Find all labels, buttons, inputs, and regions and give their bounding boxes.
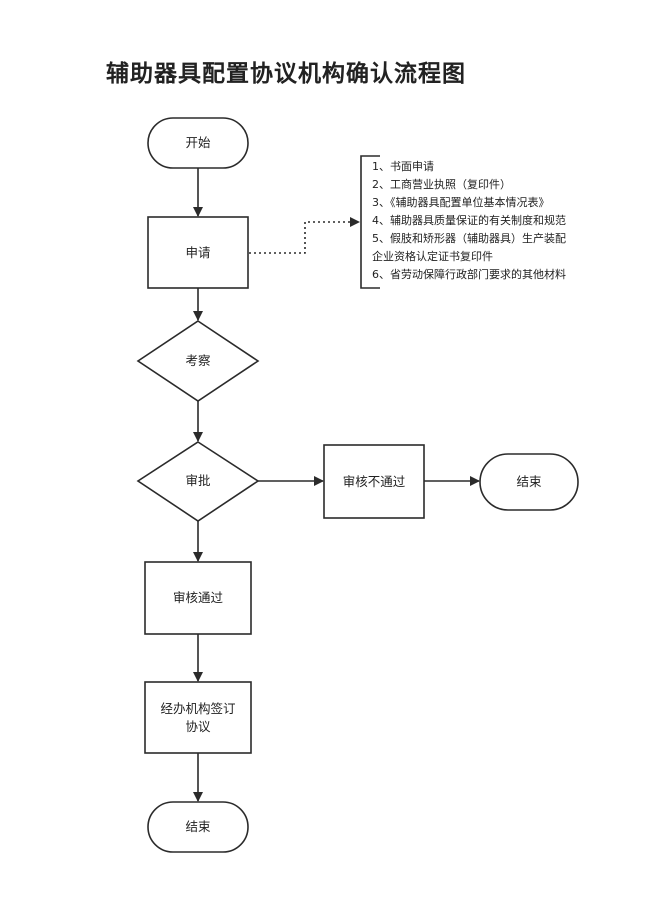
node-approve [136, 441, 260, 522]
requirement-item: 2、工商营业执照（复印件） [372, 178, 511, 191]
node-sign-label-line2: 协议 [185, 719, 211, 734]
node-inspect [136, 320, 260, 402]
page-title: 辅助器具配置协议机构确认流程图 [106, 61, 466, 87]
notes-bracket [360, 155, 380, 289]
node-pass [144, 561, 252, 635]
node-pass-label: 审核通过 [173, 590, 224, 605]
node-sign-label-line1: 经办机构签订 [160, 701, 235, 716]
node-apply-label: 申请 [185, 245, 210, 260]
node-sign [144, 681, 252, 754]
requirement-item: 企业资格认定证书复印件 [372, 250, 493, 263]
node-reject [323, 444, 425, 519]
node-end-label: 结束 [185, 819, 211, 834]
node-end-reject [479, 453, 579, 511]
dotted-arrowhead [350, 217, 360, 227]
requirements-list: 1、书面申请 2、工商营业执照（复印件） 3、《辅助器具配置单位基本情况表》 4… [372, 158, 566, 284]
node-apply [147, 216, 249, 289]
requirement-item: 5、假肢和矫形器（辅助器具）生产装配 [372, 232, 566, 245]
requirement-item: 4、辅助器具质量保证的有关制度和规范 [372, 214, 566, 227]
node-start-label: 开始 [185, 135, 211, 150]
dotted-connector-apply-to-notes [249, 221, 357, 254]
node-end [147, 801, 249, 853]
node-approve-label: 审批 [185, 473, 210, 488]
requirement-item: 6、省劳动保障行政部门要求的其他材料 [372, 268, 566, 281]
requirement-item: 1、书面申请 [372, 160, 434, 173]
requirement-item: 3、《辅助器具配置单位基本情况表》 [372, 196, 550, 209]
node-inspect-label: 考察 [185, 353, 211, 368]
node-end-reject-label: 结束 [516, 474, 542, 489]
node-reject-label: 审核不通过 [343, 474, 406, 489]
node-start [147, 117, 249, 169]
